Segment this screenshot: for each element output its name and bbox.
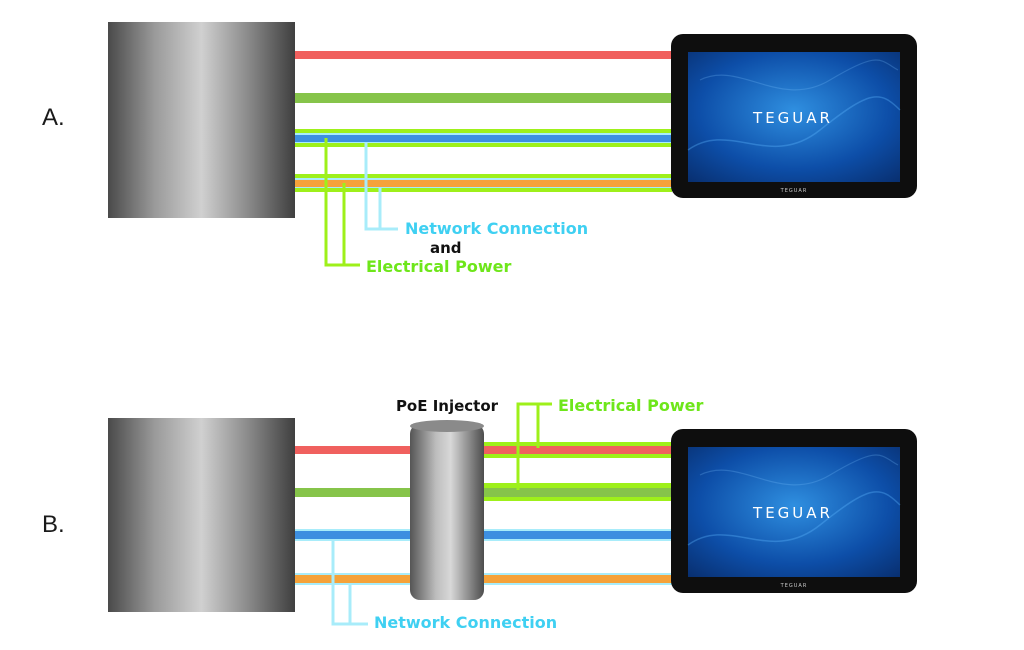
bezel-brand: TEGUAR <box>780 583 808 589</box>
network-callout: Network Connection <box>405 219 588 238</box>
cable-red <box>294 51 672 59</box>
cable-red <box>294 446 412 454</box>
cable-green <box>482 488 672 497</box>
panel-a: A. Network Connection and Electrical Pow… <box>42 22 917 276</box>
panel-b-label: B. <box>42 511 65 538</box>
cable-orange <box>482 575 672 583</box>
power-callout: Electrical Power <box>558 396 703 415</box>
display-screen <box>688 52 900 182</box>
poe-injector-top <box>410 420 484 432</box>
cable-green <box>294 93 672 103</box>
screen-swirl <box>687 491 901 546</box>
cable-green <box>294 488 412 497</box>
poe-injector <box>410 424 484 600</box>
cable-blue <box>294 531 412 539</box>
power-callout: Electrical Power <box>366 257 511 276</box>
panel-b: B. PoE Injector Electrical Power Network… <box>42 396 917 632</box>
cable-orange <box>294 180 672 187</box>
display-brand: TEGUAR <box>752 504 833 522</box>
cable-orange <box>294 575 412 583</box>
screen-swirl <box>699 454 899 486</box>
power-callout-bracket <box>324 138 360 267</box>
display-screen <box>688 447 900 577</box>
display-brand: TEGUAR <box>752 109 833 127</box>
poe-injector-label: PoE Injector <box>396 397 499 415</box>
teguar-display-b: TEGUAR TEGUAR <box>671 429 917 593</box>
cable-red <box>482 446 672 454</box>
network-callout: Network Connection <box>374 613 557 632</box>
and-label: and <box>430 239 462 257</box>
cable-blue <box>294 135 672 142</box>
power-callout-bracket <box>516 402 552 490</box>
network-switch <box>108 22 295 218</box>
network-callout-bracket <box>331 540 368 626</box>
network-callout-bracket <box>364 143 398 231</box>
cable-blue <box>482 531 672 539</box>
bezel-brand: TEGUAR <box>780 188 808 194</box>
panel-a-label: A. <box>42 104 65 131</box>
screen-swirl <box>699 59 899 91</box>
network-switch <box>108 418 295 612</box>
screen-swirl <box>687 96 901 151</box>
teguar-display-a: TEGUAR TEGUAR <box>671 34 917 198</box>
